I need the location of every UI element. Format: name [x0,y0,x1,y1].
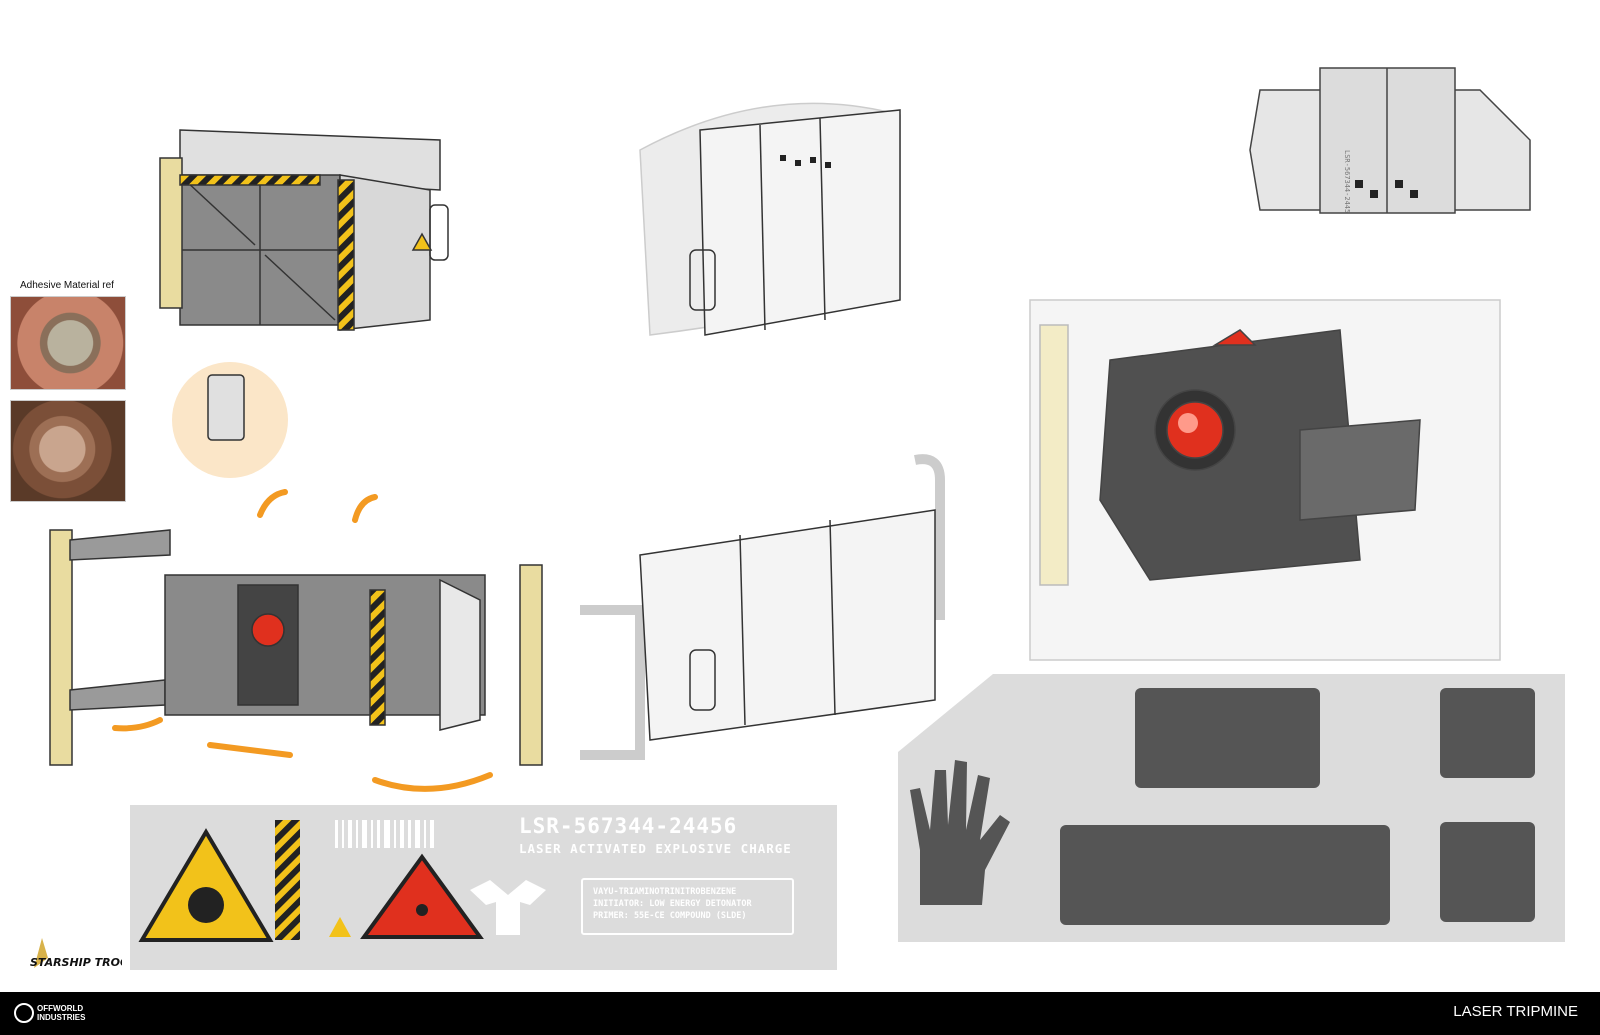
concept-sketches: LSR-567344-2445 [49,67,1535,942]
barcode-decal [335,820,434,848]
game-logo-text: STARSHIP TROOPERS [30,956,122,969]
deployed-mine-sketch [49,362,543,766]
sheet-title: LASER TRIPMINE [1453,1003,1578,1020]
studio-ring-icon [14,1003,34,1023]
plate-serial: LSR-567344-2445 [1343,150,1351,213]
serial-number: LSR-567344-24456 [519,814,738,838]
explosive-hazard-icon [138,828,274,942]
decal-subtitle: LASER ACTIVATED EXPLOSIVE CHARGE [519,841,792,856]
small-warning-triangle [329,917,351,937]
studio-name: OFFWORLD [37,1004,84,1013]
spec-box: VAYU-TRIAMINOTRINITROBENZENE INITIATOR: … [581,878,794,935]
starship-troopers-logo: STARSHIP TROOPERS [12,928,161,988]
adhesive-ref-image-2 [10,400,126,502]
hand-silhouette-icon [910,760,1010,905]
hazard-stripe-decal [275,820,300,940]
spec-line: PRIMER: 55E-CE COMPOUND (SLDE) [593,911,747,921]
spec-line: INITIATOR: LOW ENERGY DETONATOR [593,899,752,909]
closed-mine-sketch [159,129,449,331]
white-mine-sketch [639,102,901,336]
orthographic-top-view [1249,67,1531,214]
studio-name-sub: INDUSTRIES [37,1013,86,1022]
adhesive-ref-image-1 [10,296,126,390]
footer-bar [0,992,1600,1035]
eagle-emblem-icon [470,880,546,935]
laser-detail-sketch [1029,299,1501,661]
adhesive-material-label: Adhesive Material ref [20,280,114,291]
spec-line: VAYU-TRIAMINOTRINITROBENZENE [593,887,737,897]
white-deployed-sketch [580,454,945,760]
laser-hazard-icon [360,853,484,939]
silhouettes [910,688,1535,925]
motion-arrows [112,489,493,792]
